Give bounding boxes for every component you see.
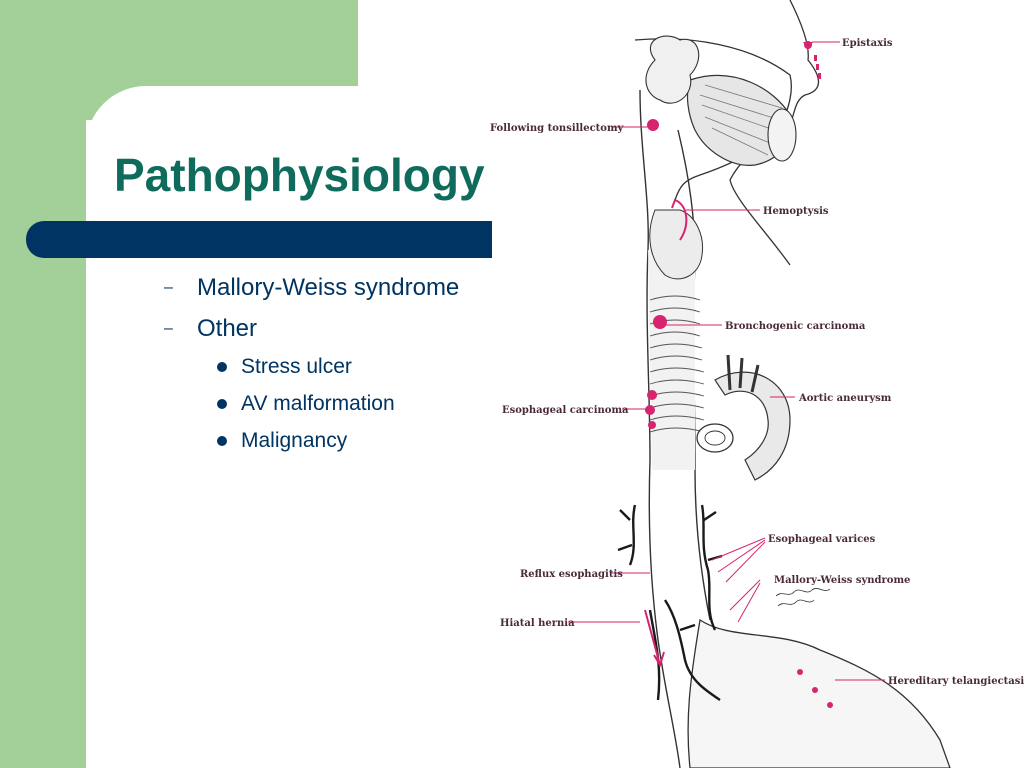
bullet-dash: – <box>164 320 173 337</box>
label-leader-lines <box>568 41 885 681</box>
bullet-list: – Mallory-Weiss syndrome – Other <box>164 272 459 354</box>
label-esophageal-varices: Esophageal varices <box>768 534 876 545</box>
label-hiatal-hernia: Hiatal hernia <box>500 618 575 629</box>
bullet-dot-icon <box>217 436 227 446</box>
stomach <box>687 618 951 768</box>
aorta-cross-section <box>696 423 734 453</box>
bullet-dot-icon <box>217 362 227 372</box>
esophagus-shading <box>648 250 695 470</box>
aorta-lumen <box>704 430 726 446</box>
tongue <box>686 75 792 166</box>
lesion-markers <box>645 41 833 708</box>
gi-bleeding-anatomy-diagram: Epistaxis Following tonsillectomy Hemopt… <box>490 0 1024 768</box>
aortic-branches <box>726 354 760 393</box>
bullet-text: Other <box>197 315 258 342</box>
title-underline-bar <box>26 221 492 258</box>
slide-title: Pathophysiology <box>114 149 485 201</box>
hiatal-hernia-arrow <box>644 609 665 668</box>
face-profile-outline <box>729 0 820 266</box>
sub-bullet-item: Stress ulcer <box>216 352 395 389</box>
background-green-left <box>0 0 86 768</box>
label-esophageal-carcinoma: Esophageal carcinoma <box>502 405 629 416</box>
label-epistaxis: Epistaxis <box>842 38 893 49</box>
label-mallory-weiss: Mallory-Weiss syndrome <box>774 575 910 586</box>
bullet-dot-icon <box>217 399 227 409</box>
aortic-arch <box>714 371 791 481</box>
label-hemoptysis: Hemoptysis <box>763 206 829 217</box>
sub-bullet-item: AV malformation <box>216 389 395 426</box>
label-reflux-esophagitis: Reflux esophagitis <box>520 569 623 580</box>
sub-bullet-text: AV malformation <box>241 392 395 415</box>
artist-signature <box>775 588 831 607</box>
sub-bullet-text: Malignancy <box>241 429 348 452</box>
sub-bullet-item: Malignancy <box>216 426 395 463</box>
sub-bullet-text: Stress ulcer <box>241 355 352 378</box>
bullet-dash: – <box>164 279 173 296</box>
tongue-striations <box>699 84 783 156</box>
mandible-bone <box>767 108 797 162</box>
label-bronchogenic-carcinoma: Bronchogenic carcinoma <box>725 321 866 332</box>
esophageal-varices-veins <box>617 504 723 701</box>
esophagus-left-wall <box>639 89 681 768</box>
larynx <box>649 209 704 280</box>
sub-bullet-list: Stress ulcer AV malformation Malignancy <box>216 352 395 463</box>
bullet-item: – Other <box>164 313 459 354</box>
bullet-item: – Mallory-Weiss syndrome <box>164 272 459 313</box>
content-panel <box>86 86 1024 768</box>
bullet-text: Mallory-Weiss syndrome <box>197 274 460 301</box>
hemoptysis-arrow <box>671 198 688 241</box>
tonsil <box>645 35 700 104</box>
label-hereditary-telangiectasias: Hereditary telangiectasias <box>888 676 1024 687</box>
label-aortic-aneurysm: Aortic aneurysm <box>798 393 892 404</box>
label-tonsillectomy: Following tonsillectomy <box>490 123 625 134</box>
